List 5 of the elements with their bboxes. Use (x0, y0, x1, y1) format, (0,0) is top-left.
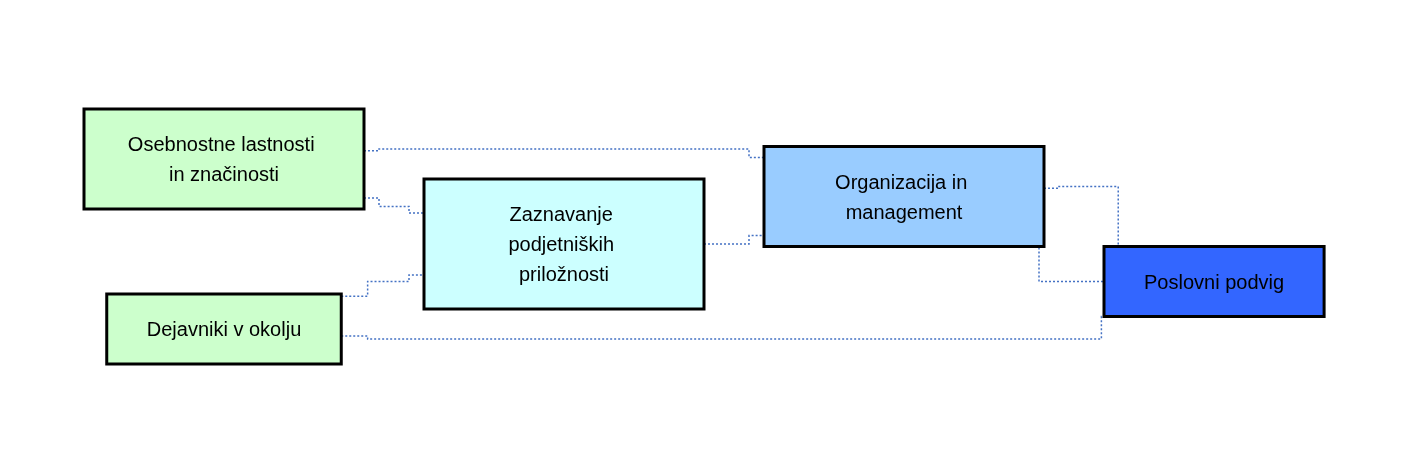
node-box: Zaznavanje podjetniških priložnosti (422, 177, 706, 311)
node-box: Organizacija in management (762, 145, 1046, 248)
node-box: Osebnostne lastnosti in značinosti (82, 107, 366, 211)
node-box: Dejavniki v okolju (105, 292, 344, 366)
node-box: Poslovni podvig (1102, 245, 1327, 318)
